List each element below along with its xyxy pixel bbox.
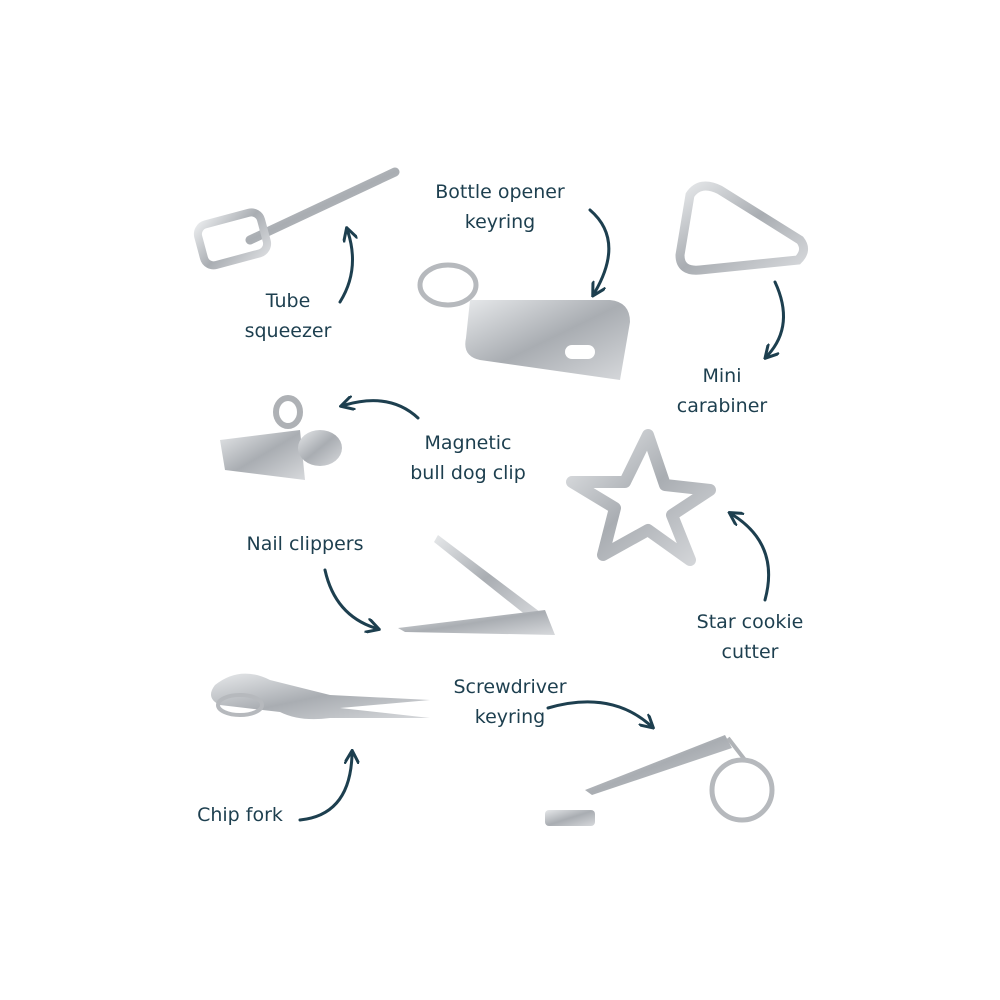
- mini-carabiner-arrow: [768, 280, 785, 355]
- bottle-opener-arrow: [588, 208, 611, 292]
- mini-carabiner-image: [675, 181, 808, 275]
- label-line: Star cookie: [696, 611, 804, 633]
- label-magnetic-bull-dog-clip: Magnetic bull dog clip: [410, 428, 526, 488]
- label-line: cutter: [721, 641, 779, 663]
- label-nail-clippers: Nail clippers: [247, 529, 364, 559]
- label-line: Nail clippers: [246, 533, 364, 555]
- label-line: keyring: [464, 211, 536, 233]
- tube-squeezer-image: [193, 167, 400, 270]
- nail-clippers-image: [398, 535, 555, 635]
- label-line: Tube: [265, 290, 311, 312]
- chip-fork-arrow: [298, 755, 352, 822]
- label-star-cookie-cutter: Star cookie cutter: [697, 607, 804, 667]
- chip-fork-image: [211, 673, 430, 720]
- screwdriver-keyring-image: [545, 735, 775, 826]
- star-cookie-cutter-image: [566, 429, 716, 566]
- label-line: Bottle opener: [435, 181, 565, 203]
- label-line: carabiner: [676, 395, 768, 417]
- label-line: squeezer: [244, 320, 332, 342]
- magnetic-bull-dog-clip-image: [220, 395, 342, 480]
- label-line: bull dog clip: [410, 462, 526, 484]
- star-cookie-arrow: [733, 515, 771, 602]
- label-mini-carabiner: Mini carabiner: [677, 361, 767, 421]
- label-line: Chip fork: [197, 804, 283, 826]
- bottle-opener-keyring-image: [417, 262, 630, 380]
- label-screwdriver-keyring: Screwdriver keyring: [453, 672, 566, 732]
- label-line: Magnetic: [424, 432, 512, 454]
- label-chip-fork: Chip fork: [197, 800, 283, 830]
- label-line: Mini: [702, 365, 742, 387]
- label-line: keyring: [474, 706, 546, 728]
- label-line: Screwdriver: [453, 676, 567, 698]
- label-tube-squeezer: Tube squeezer: [245, 286, 332, 346]
- bull-dog-clip-arrow: [345, 401, 420, 420]
- tube-squeezer-arrow: [338, 232, 353, 304]
- label-bottle-opener-keyring: Bottle opener keyring: [435, 177, 564, 237]
- screwdriver-arrow: [546, 700, 650, 725]
- nail-clippers-arrow: [323, 568, 375, 628]
